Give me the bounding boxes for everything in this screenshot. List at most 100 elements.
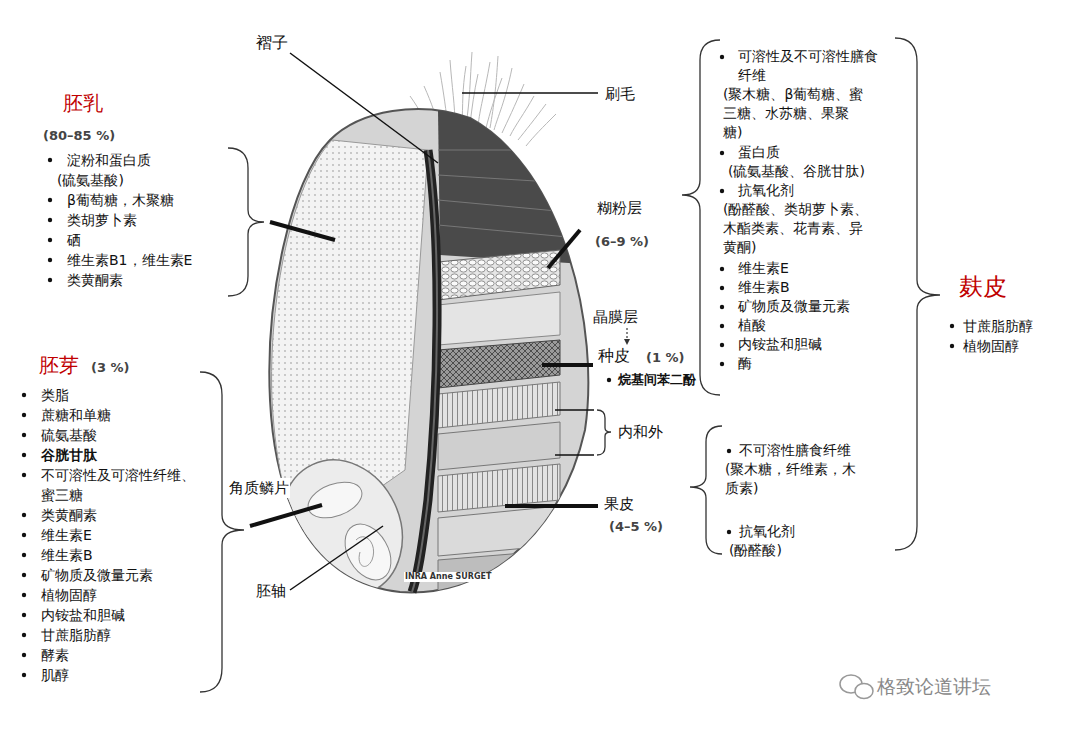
component-item: 可溶性及不可溶性膳食纤维 — [737, 47, 887, 85]
bullet — [48, 158, 52, 162]
bullet — [607, 378, 611, 382]
bullet — [950, 344, 954, 348]
component-item: 矿物质及微量元素 — [40, 565, 154, 585]
component-item: 类黄酮素 — [40, 505, 98, 525]
part-name: 角质鳞片 — [228, 478, 290, 498]
component-item: 抗氧化剂 — [737, 181, 795, 200]
component-item: 维生素B1，维生素E — [66, 250, 193, 270]
component-item: 植物固醇 — [962, 336, 1020, 356]
watermark: 格致论道讲坛 — [876, 674, 992, 698]
component-item: β葡萄糖，木聚糖 — [66, 190, 175, 210]
bullet — [720, 362, 724, 366]
bullets — [22, 55, 954, 677]
bullet — [22, 533, 26, 537]
bullet — [950, 324, 954, 328]
component-item: 类胡萝卜素 — [66, 210, 138, 230]
component-item: 矿物质及微量元素 — [737, 297, 851, 316]
part-name: 刷毛 — [604, 84, 636, 104]
section-heading: 麸皮 — [958, 272, 1008, 302]
percentage: (6–9 %) — [594, 233, 650, 251]
component-item: 维生素B — [40, 545, 94, 565]
component-item: 蛋白质 — [737, 143, 781, 162]
leader-line — [555, 454, 594, 456]
leader-line — [290, 526, 383, 590]
component-item: 类黄酮素 — [66, 270, 124, 290]
bullet — [720, 189, 724, 193]
bullet — [22, 413, 26, 417]
bullet — [22, 553, 26, 557]
hair — [470, 74, 478, 124]
outer-bran — [438, 110, 600, 265]
leader-line — [290, 53, 438, 163]
leader-line — [250, 505, 322, 526]
bullet — [22, 613, 26, 617]
watermark-icon — [840, 675, 873, 699]
component-item: 植物固醇 — [40, 585, 98, 605]
credit-text: INRA Anne SURGET — [404, 572, 493, 582]
hair — [502, 84, 524, 133]
component-item: 蔗糖和单糖 — [40, 405, 112, 425]
component-item: 酵素 — [40, 645, 70, 665]
leader-line — [505, 504, 598, 508]
hair — [490, 56, 498, 128]
percentage: (80–85 %) — [42, 127, 116, 145]
bullet — [22, 473, 26, 477]
component-detail: (酚醛酸) — [728, 541, 783, 560]
bullet — [720, 343, 724, 347]
component-item: 抗氧化剂 — [738, 522, 796, 541]
leader-line — [270, 222, 335, 240]
bullet — [22, 513, 26, 517]
bullet — [727, 530, 731, 534]
bullet — [720, 55, 724, 59]
component-detail: (聚木糖、β葡萄糖、蜜三糖、水苏糖、果聚糖) — [722, 85, 866, 142]
bullet — [727, 449, 731, 453]
component-item: 谷胱甘肽 — [40, 445, 98, 465]
leader-line — [555, 409, 594, 411]
hyaline-layer — [438, 292, 560, 345]
aleurone-layer — [438, 250, 560, 300]
bullet — [22, 573, 26, 577]
component-item: 植酸 — [737, 316, 767, 335]
part-name: 内和外 — [617, 422, 664, 442]
component-item: 酶 — [737, 354, 753, 373]
curly-bracket — [690, 426, 722, 554]
hair — [526, 114, 556, 146]
leader-arrow — [627, 328, 628, 342]
component-item: 不可溶性及可溶性纤维、蜜三糖 — [40, 465, 202, 505]
bullet — [22, 453, 26, 457]
component-item: 不可溶性膳食纤维 — [738, 441, 852, 460]
bullet — [720, 267, 724, 271]
percentage: (4–5 %) — [608, 518, 664, 536]
hair — [518, 104, 546, 140]
bullet — [22, 433, 26, 437]
bullet — [22, 593, 26, 597]
part-name: 晶膜层 — [592, 307, 639, 327]
leader-line — [462, 92, 598, 94]
outer-pericarp — [438, 506, 560, 556]
bullet — [22, 633, 26, 637]
inner-pericarp — [438, 422, 560, 470]
component-detail: (硫氨基酸、谷胱甘肽) — [727, 162, 866, 181]
hair — [466, 52, 472, 125]
curly-bracket — [200, 372, 244, 692]
component-detail: (酚醛酸、类胡萝卜素、木酯类素、花青素、异黄酮) — [722, 200, 874, 257]
crease — [412, 150, 437, 592]
part-name: 果皮 — [603, 494, 635, 514]
percentage: (3 %) — [90, 359, 130, 377]
component-item: 甘蔗脂肪醇 — [40, 625, 112, 645]
chat-bubble — [855, 684, 873, 699]
part-name: 褶子 — [255, 33, 289, 53]
bullet — [720, 305, 724, 309]
part-name: 胚轴 — [255, 581, 287, 601]
percentage: (1 %) — [645, 349, 685, 367]
component-item: 维生素E — [40, 525, 93, 545]
bullet — [48, 218, 52, 222]
component-item: 维生素E — [737, 259, 790, 278]
bullet — [48, 198, 52, 202]
component-item: 甘蔗脂肪醇 — [962, 316, 1034, 336]
component-item: 淀粉和蛋白质 — [66, 150, 152, 170]
hair — [478, 62, 490, 126]
curly-bracket — [682, 40, 720, 395]
part-name: 糊粉层 — [596, 198, 643, 218]
embryonic-axis — [356, 537, 374, 567]
